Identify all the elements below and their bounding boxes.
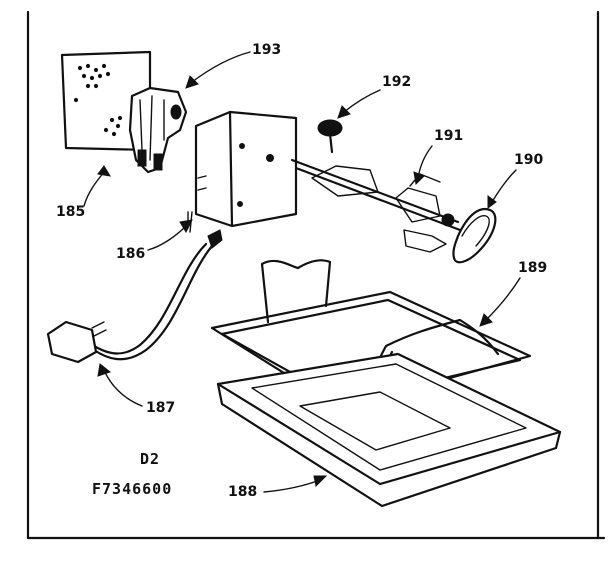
svg-text:192: 192 xyxy=(382,74,411,90)
catalog-number: F7346600 xyxy=(92,480,172,498)
svg-text:186: 186 xyxy=(116,246,145,262)
svg-text:188: 188 xyxy=(228,484,257,500)
power-cord-187 xyxy=(46,229,223,364)
svg-text:190: 190 xyxy=(514,152,543,168)
callout-191: 191 xyxy=(413,128,463,186)
callout-185: 185 xyxy=(56,165,111,220)
drip-pan-188 xyxy=(216,352,562,508)
handle-190 xyxy=(441,207,497,264)
bracket-193 xyxy=(128,86,188,174)
screw-192 xyxy=(317,119,343,154)
svg-text:189: 189 xyxy=(518,260,547,276)
spit-rod-191 xyxy=(290,158,462,253)
frame-border xyxy=(26,10,606,540)
callout-193: 193 xyxy=(185,42,281,89)
figure-code: D2 xyxy=(140,450,160,468)
svg-text:191: 191 xyxy=(434,128,463,144)
callout-189: 189 xyxy=(479,260,547,327)
callout-188: 188 xyxy=(228,475,328,500)
callout-192: 192 xyxy=(337,74,411,119)
svg-text:187: 187 xyxy=(146,400,175,416)
callout-186: 186 xyxy=(116,219,193,262)
callout-190: 190 xyxy=(487,152,543,209)
svg-text:185: 185 xyxy=(56,204,85,220)
rotisserie-motor-186 xyxy=(187,110,298,233)
svg-text:193: 193 xyxy=(252,42,281,58)
callout-187: 187 xyxy=(97,363,175,416)
